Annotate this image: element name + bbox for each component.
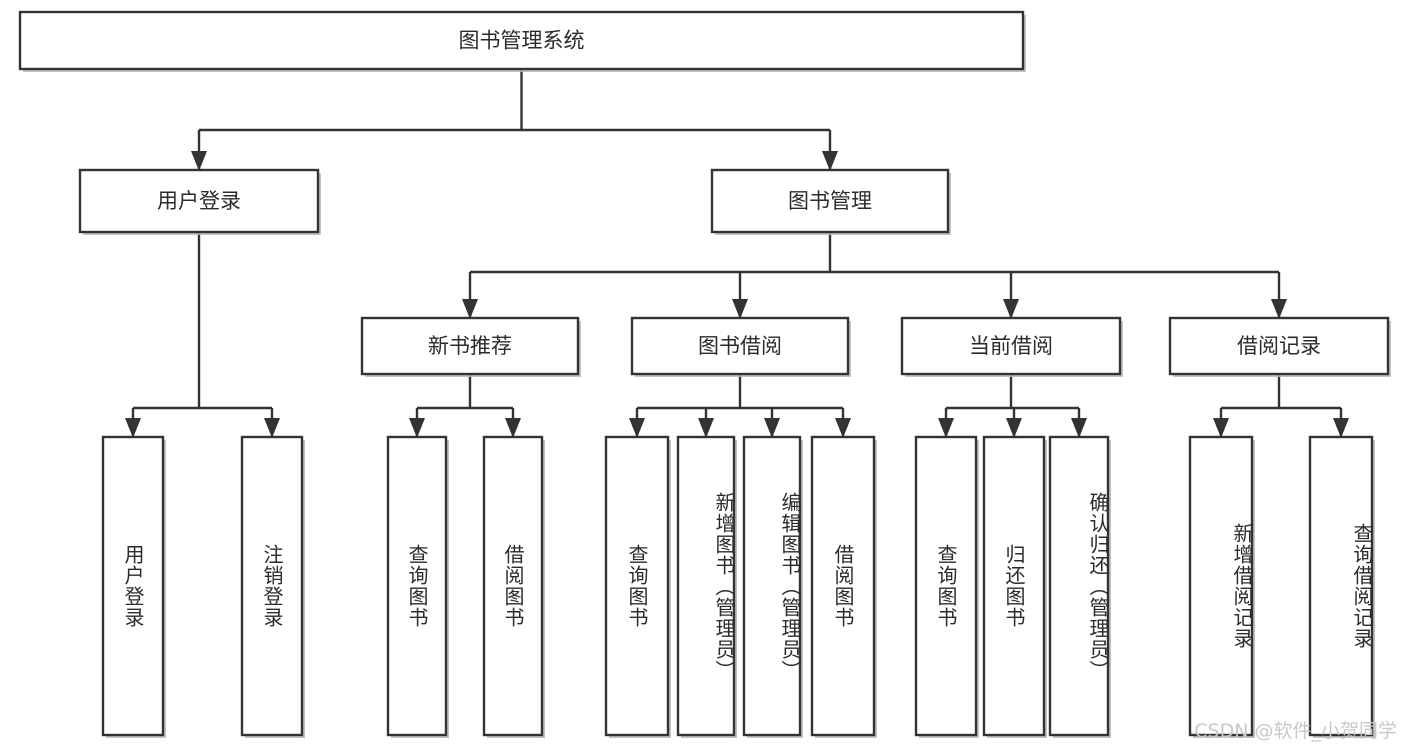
node-root-label: 图书管理系统 [459,29,585,53]
node-book-borrow-label: 图书借阅 [698,334,782,358]
node-current-borrow[interactable] [900,316,1122,376]
node-leaf-logout[interactable] [240,435,304,737]
node-new-book-rec[interactable] [360,316,580,376]
node-borrow-record-label: 借阅记录 [1237,334,1321,358]
node-leaf-user-login[interactable] [101,435,165,737]
book-manage-arrow-1 [732,299,748,319]
node-current-borrow-label: 当前借阅 [969,334,1053,358]
book-borrow-arrow-1 [698,418,714,438]
node-leaf-edit-book-admin[interactable] [742,435,802,737]
book-borrow-arrow-3 [835,418,851,438]
csdn-watermark: CSDN @软件_小贺同学 [1194,720,1397,742]
book-borrow-arrow-2 [764,418,780,438]
new-book-rec-arrow-0 [409,418,425,438]
node-leaf-add-book-admin[interactable] [676,435,736,737]
node-book-manage[interactable] [710,168,950,234]
user-login-arrow-1 [264,418,280,438]
book-manage-arrow-3 [1271,299,1287,319]
current-borrow-arrow-1 [1006,418,1022,438]
node-leaf-return-book[interactable] [982,435,1046,737]
borrow-record-arrow-1 [1333,418,1349,438]
user-login-arrow-0 [125,418,141,438]
new-book-rec-arrow-1 [505,418,521,438]
node-root[interactable] [18,10,1025,71]
borrow-record-arrow-0 [1213,418,1229,438]
current-borrow-arrow-2 [1071,418,1087,438]
node-leaf-add-borrow-record[interactable] [1188,435,1254,737]
node-book-manage-label: 图书管理 [788,189,872,213]
node-new-book-rec-label: 新书推荐 [428,334,512,358]
node-user-login[interactable] [78,168,320,234]
node-user-login-label: 用户登录 [157,189,241,213]
node-borrow-record[interactable] [1168,316,1390,376]
node-book-borrow[interactable] [630,316,850,376]
root-arrow-0 [191,151,207,171]
current-borrow-arrow-0 [938,418,954,438]
node-leaf-query-book-cur[interactable] [914,435,978,737]
connector-layer [125,69,1349,438]
root-arrow-1 [822,151,838,171]
node-leaf-borrow-book-rec[interactable] [482,435,544,737]
book-manage-arrow-2 [1003,299,1019,319]
node-leaf-confirm-return-admin[interactable] [1048,435,1110,737]
node-leaf-borrow-book[interactable] [810,435,876,737]
book-borrow-arrow-0 [629,418,645,438]
node-leaf-query-book-borrow[interactable] [604,435,670,737]
node-leaf-query-borrow-record[interactable] [1308,435,1374,737]
book-manage-arrow-0 [462,299,478,319]
node-leaf-query-book-rec[interactable] [386,435,448,737]
